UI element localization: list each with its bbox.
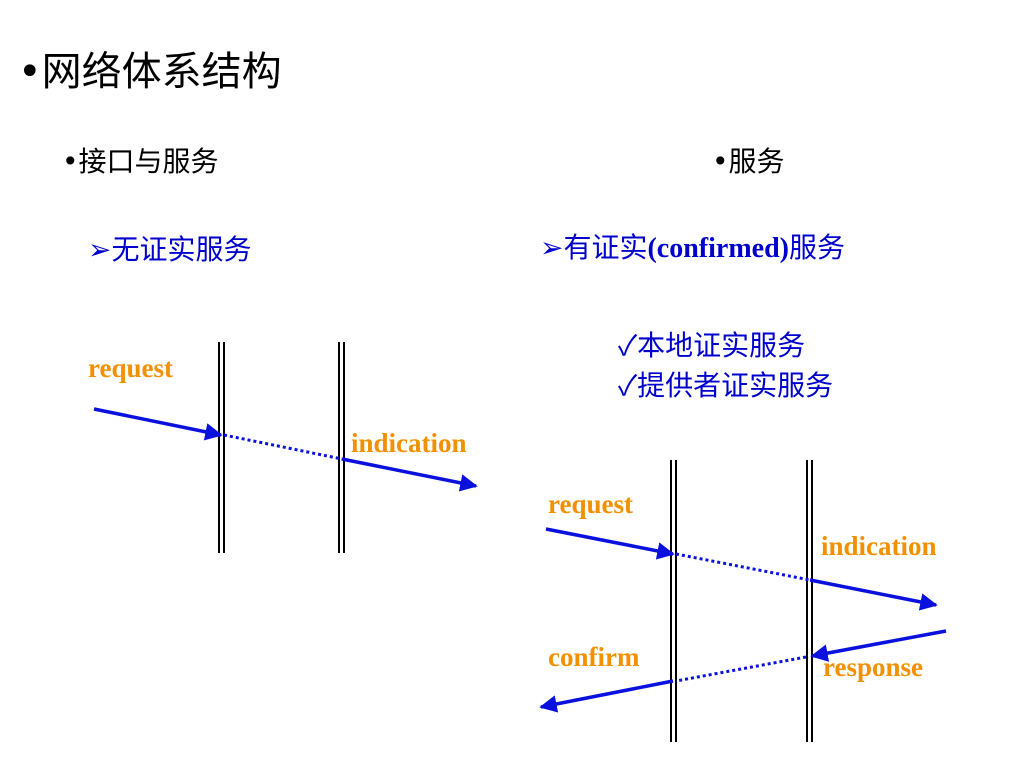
unconfirmed-diagram — [93, 342, 478, 553]
right-indication-label: indication — [821, 531, 937, 561]
left-indication-arrow — [341, 457, 478, 492]
right-subheading: ➢有证实(confirmed)服务 — [540, 234, 845, 263]
right-confirm-arrow — [539, 679, 674, 713]
right-interface-bar-1 — [670, 460, 677, 742]
left-request-label: request — [88, 353, 173, 383]
right-interface-bar-2 — [806, 460, 813, 742]
page-title: •网络体系结构 — [18, 49, 282, 95]
left-interface-bar-2 — [338, 342, 345, 553]
check-item-provider: ✓提供者证实服务 — [618, 369, 834, 402]
left-interface-bar-1 — [218, 342, 225, 553]
right-heading: •服务 — [712, 145, 785, 178]
left-heading: •接口与服务 — [62, 145, 219, 178]
confirmed-diagram — [539, 460, 947, 742]
left-dotted-link — [223, 433, 343, 461]
left-indication-label: indication — [351, 428, 467, 458]
right-confirm-label: confirm — [548, 642, 640, 672]
right-response-arrow — [810, 629, 947, 662]
right-subheading-post: 服务 — [788, 231, 845, 264]
check-item-local: ✓本地证实服务 — [618, 329, 806, 362]
right-indication-arrow — [809, 578, 938, 611]
right-response-label: response — [823, 652, 924, 682]
right-request-label: request — [548, 489, 633, 519]
right-request-arrow — [545, 527, 675, 560]
right-dotted-link-bottom — [675, 655, 807, 683]
left-request-arrow — [93, 407, 223, 441]
left-subheading: ➢无证实服务 — [88, 233, 252, 266]
right-dotted-link-top — [675, 552, 811, 582]
right-subheading-pre: ➢有证实 — [540, 231, 648, 264]
right-subheading-latin: (confirmed) — [647, 233, 789, 264]
